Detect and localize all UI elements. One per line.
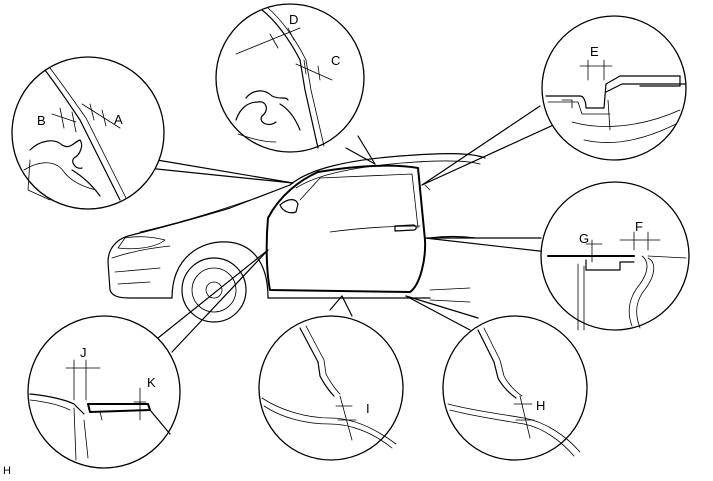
label-h: H [536,398,545,413]
label-i: I [366,401,370,416]
label-g: G [579,231,589,246]
detail-circle-h: H [442,315,588,461]
label-b: B [37,113,46,128]
label-e: E [590,44,599,59]
detail-circle-cd: D C [215,3,365,153]
leader-lines [146,105,561,353]
label-f: F [635,219,643,234]
label-a: A [114,112,123,127]
detail-circle-jk: J K [27,315,181,469]
label-k: K [147,375,156,390]
car-outline [107,153,486,323]
front-door [265,164,427,293]
figure-corner-mark: H [3,465,11,477]
detail-circle-fg: G F [540,181,690,331]
label-d: D [289,12,298,27]
detail-circle-i: I [258,315,404,461]
label-c: C [331,53,340,68]
detail-circle-e: E [541,15,687,161]
label-j: J [80,345,87,360]
detail-circle-ab: B A [11,56,165,210]
